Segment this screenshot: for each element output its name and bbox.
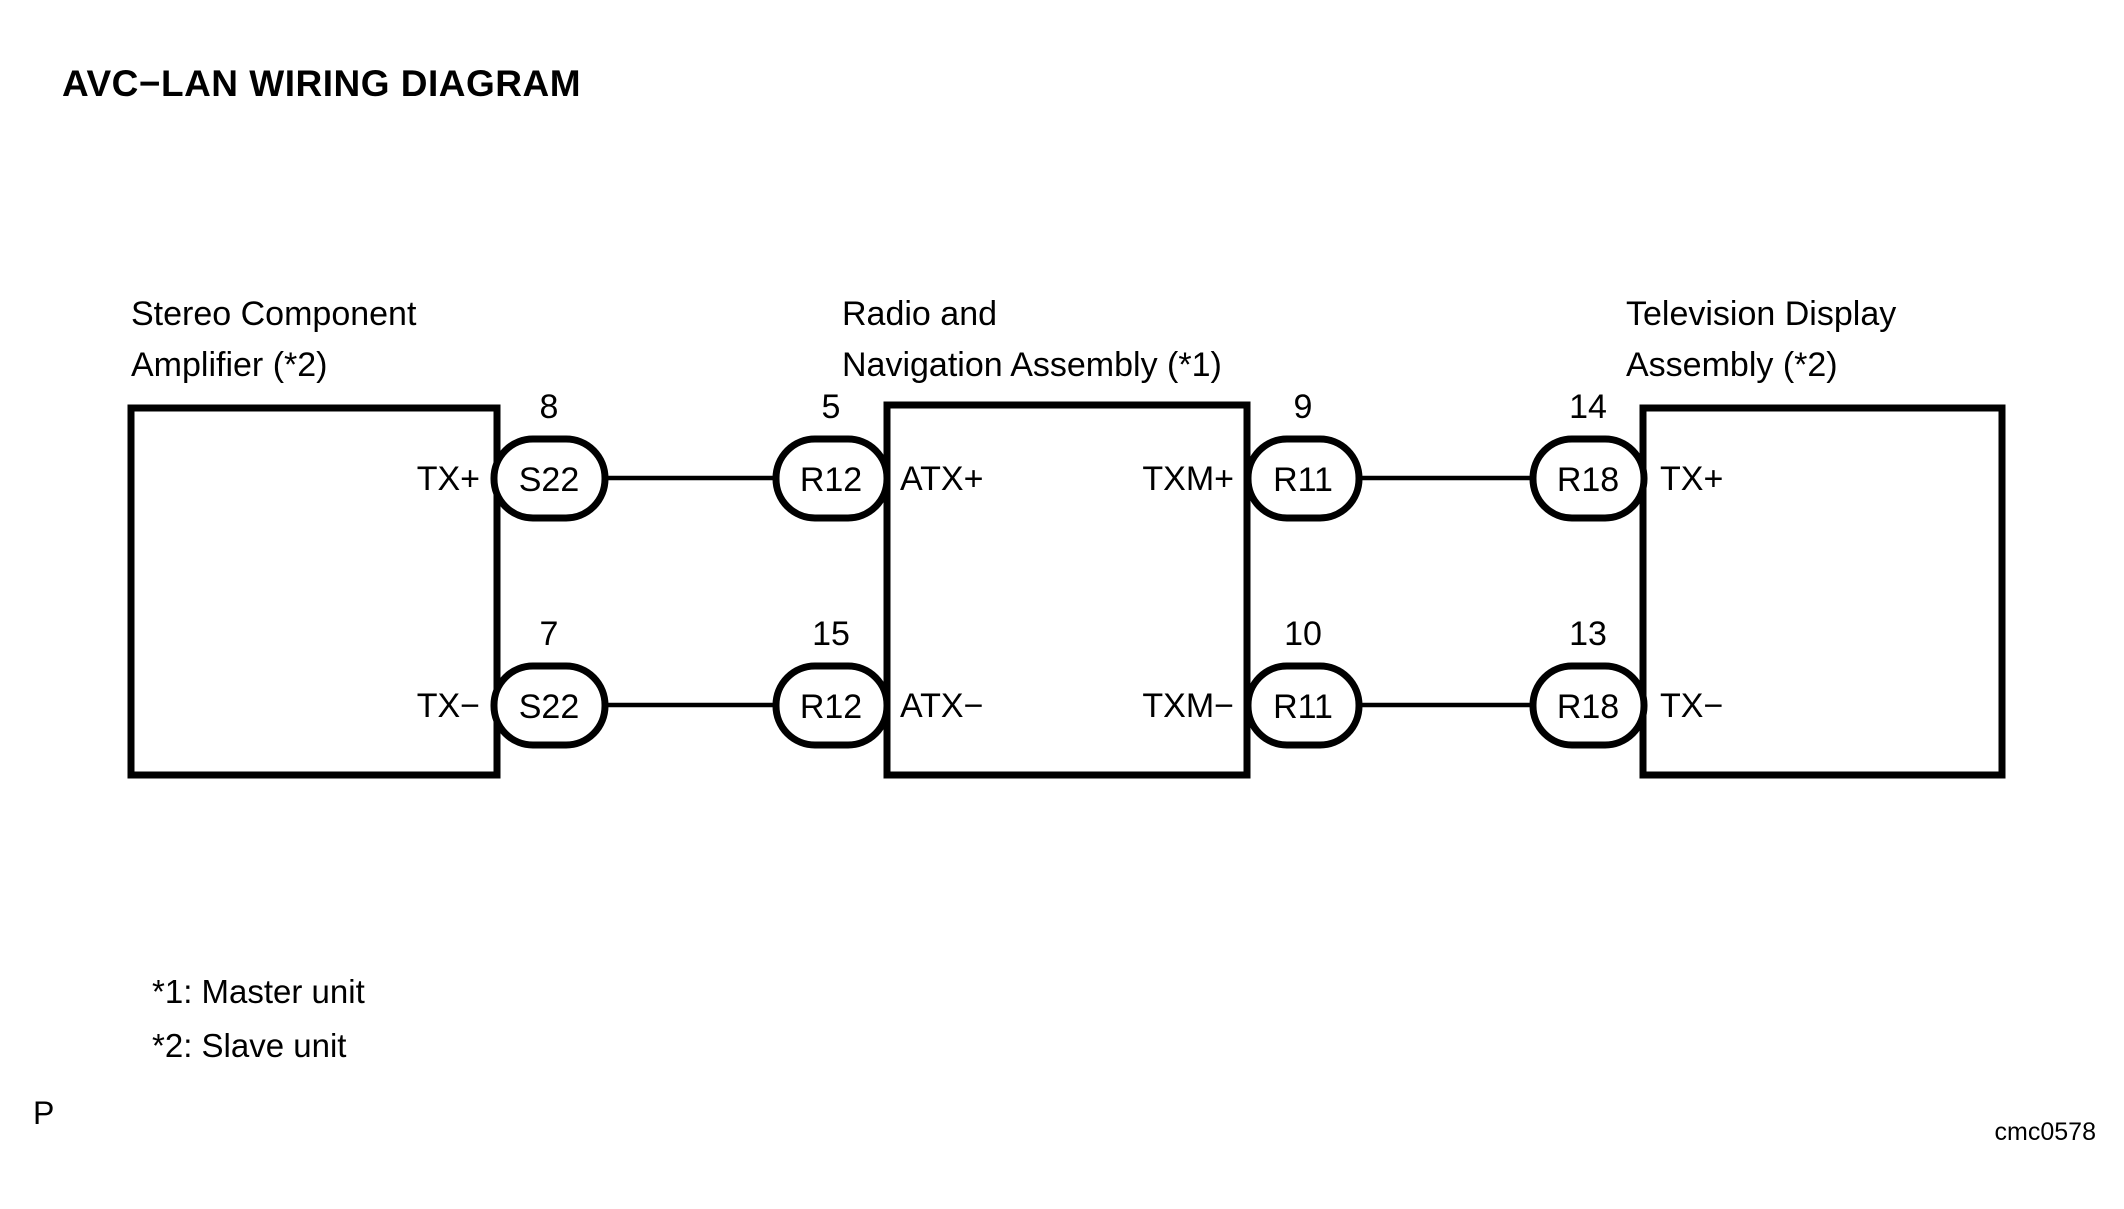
signal-label-tv-top: TX+: [1660, 460, 1723, 498]
figure-code: cmc0578: [1995, 1118, 2096, 1146]
unit-caption-stereo-amplifier-line1: Stereo Component: [131, 295, 417, 333]
footnote-master-unit: *1: Master unit: [152, 973, 365, 1010]
unit-box-television-display-assembly: [1639, 404, 2006, 779]
signal-label-tv-bottom: TX−: [1660, 687, 1723, 725]
connector-nav-right-top-shape[interactable]: [1244, 435, 1363, 522]
unit-caption-television-display-line1: Television Display: [1626, 295, 1896, 333]
pin-number-nav-right-top: 9: [1294, 388, 1313, 426]
connector-nav-right-bottom-shape[interactable]: [1244, 662, 1363, 749]
footnote-slave-unit: *2: Slave unit: [152, 1027, 346, 1064]
connector-amp-top-shape[interactable]: [490, 435, 609, 522]
pin-number-nav-left-top: 5: [822, 388, 841, 426]
signal-label-nav-left-bottom: ATX−: [900, 687, 983, 725]
signal-label-amp-bottom: TX−: [417, 687, 480, 725]
connector-nav-right-bottom-label: R11: [1273, 688, 1333, 726]
connector-amp-bottom-label: S22: [519, 688, 580, 726]
signal-label-amp-top: TX+: [417, 460, 480, 498]
pin-number-nav-right-bottom: 10: [1284, 615, 1322, 653]
connector-tv-top-shape[interactable]: [1529, 435, 1648, 522]
connector-nav-left-top-label: R12: [800, 461, 862, 499]
pin-number-tv-bottom: 13: [1569, 615, 1607, 653]
pin-number-tv-top: 14: [1569, 388, 1607, 426]
page-title: AVC−LAN WIRING DIAGRAM: [62, 63, 581, 104]
unit-caption-television-display-line2: Assembly (*2): [1626, 346, 1838, 384]
unit-caption-radio-navigation-line1: Radio and: [842, 295, 997, 333]
pin-number-amp-bottom: 7: [540, 615, 559, 653]
signal-label-nav-right-bottom: TXM−: [1142, 687, 1234, 725]
connector-amp-bottom-shape[interactable]: [490, 662, 609, 749]
pin-number-amp-top: 8: [540, 388, 559, 426]
connector-nav-left-top-shape[interactable]: [772, 435, 891, 522]
unit-box-stereo-component-amplifier: [127, 404, 501, 779]
signal-label-nav-right-top: TXM+: [1142, 460, 1234, 498]
connector-amp-top-label: S22: [519, 461, 580, 499]
pin-number-nav-left-bottom: 15: [812, 615, 850, 653]
unit-caption-radio-navigation-line2: Navigation Assembly (*1): [842, 346, 1222, 384]
unit-caption-stereo-amplifier-line2: Amplifier (*2): [131, 346, 327, 384]
connector-tv-top-label: R18: [1557, 461, 1619, 499]
unit-box-radio-and-navigation-assembly: [883, 401, 1251, 779]
connector-nav-right-top-label: R11: [1273, 461, 1333, 499]
connector-nav-left-bottom-label: R12: [800, 688, 862, 726]
signal-label-nav-left-top: ATX+: [900, 460, 983, 498]
connector-tv-bottom-shape[interactable]: [1529, 662, 1648, 749]
connector-tv-bottom-label: R18: [1557, 688, 1619, 726]
connector-nav-left-bottom-shape[interactable]: [772, 662, 891, 749]
page-corner-mark: P: [33, 1095, 54, 1131]
